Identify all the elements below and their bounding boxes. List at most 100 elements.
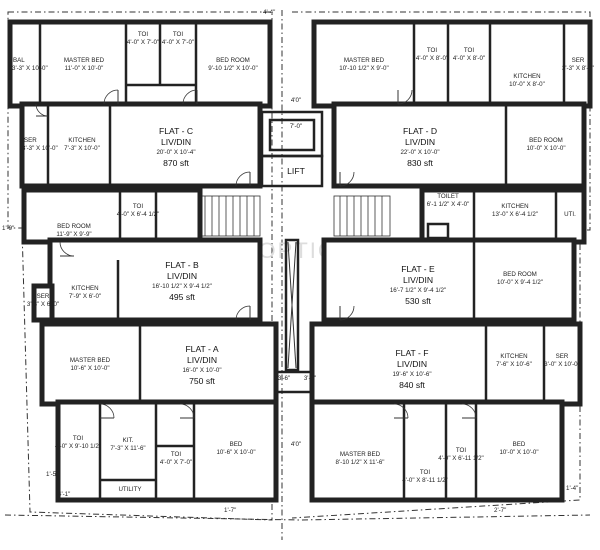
room-name: MASTER BED	[64, 57, 105, 64]
flat-f	[309, 321, 583, 503]
room-name: KITCHEN	[501, 203, 528, 210]
flat-name: FLAT - F	[395, 348, 428, 358]
dim-label: 4'0"	[291, 97, 301, 104]
room-dim: 10'-0" X 8'-0"	[509, 81, 545, 88]
room-dim: 4'-0" X 7'-0"	[127, 39, 159, 46]
dim-label: 3'-6"	[304, 375, 316, 382]
room-name: TOI	[138, 31, 148, 38]
flat-room: LIV/DIN	[403, 275, 433, 285]
room-dim: 10'-0" X 10'-0"	[526, 145, 565, 152]
central-core	[199, 110, 391, 394]
dim-label: 4'-1"	[58, 491, 70, 498]
room-name: TOI	[456, 447, 466, 454]
flat-room: LIV/DIN	[161, 137, 191, 147]
dim-label: 1'-5"	[46, 471, 58, 478]
room-name: TOI	[464, 47, 474, 54]
room-name: MASTER BED	[70, 357, 111, 364]
room-name: KITCHEN	[68, 137, 95, 144]
room-name: BED	[513, 441, 526, 448]
room-name: UTI.	[564, 211, 576, 218]
room-name: BED ROOM	[529, 137, 563, 144]
room-dim: 3'-3" X 6'-0"	[27, 301, 59, 308]
flat-area: 830 sft	[407, 158, 433, 168]
flat-area: 870 sft	[163, 158, 189, 168]
room-name: SER	[24, 137, 37, 144]
room-dim: 8'-10 1/2" X 11'-6"	[336, 459, 385, 466]
dim-label: 3'-6"	[278, 375, 290, 382]
dim-label: 1'-7"	[224, 507, 236, 514]
room-dim: 4'-0" X 7'-0"	[162, 39, 194, 46]
room-name: SER	[556, 353, 569, 360]
room-name: BED ROOM	[57, 223, 91, 230]
room-name: BED ROOM	[216, 57, 250, 64]
stairs-left	[199, 195, 261, 237]
dim-label: 1'-9"	[2, 225, 14, 232]
room-dim: 6'-1 1/2" X 4'-0"	[427, 201, 470, 208]
flat-room: LIV/DIN	[405, 137, 435, 147]
flat-area: 495 sft	[169, 292, 195, 302]
plot-boundary	[4, 10, 591, 540]
flat-dim: 20'-0" X 10'-4"	[156, 149, 195, 156]
room-name: BED	[230, 441, 243, 448]
room-dim: 11'-0" X 10'-0"	[65, 65, 104, 72]
room-dim: 3'-3" X 10'-0"	[22, 145, 58, 152]
room-dim: 4'-0" X 6'-11 1/2"	[438, 455, 484, 462]
flat-dim: 22'-0" X 10'-0"	[400, 149, 439, 156]
room-dim: 10'-6" X 10'-0"	[70, 365, 109, 372]
room-name: TOI	[427, 47, 437, 54]
room-name: BAL	[13, 57, 25, 64]
flat-d	[311, 19, 593, 189]
flat-name: FLAT - A	[185, 344, 218, 354]
flat-a	[39, 321, 279, 503]
room-name: SER	[572, 57, 585, 64]
room-dim: 4'-0" X 7'-0"	[160, 459, 192, 466]
room-name: MASTER BED	[340, 451, 381, 458]
room-name: TOI	[133, 203, 143, 210]
room-name: UTILITY	[118, 486, 141, 493]
room-name: TOI	[171, 451, 181, 458]
room-dim: 4'-0" X 8'-11 1/2"	[402, 477, 448, 484]
room-dim: 7'-9" X 6'-0"	[69, 293, 101, 300]
dim-label: 4'-4"	[263, 9, 275, 16]
flat-dim: 16'-10 1/2" X 9'-4 1/2"	[152, 283, 212, 290]
flat-room: LIV/DIN	[187, 355, 217, 365]
room-name: BED ROOM	[503, 271, 537, 278]
room-dim: 11'-9" X 9'-9"	[56, 231, 91, 238]
room-dim: 7'-3" X 10'-0"	[64, 145, 100, 152]
lift-label: LIFT	[287, 166, 305, 176]
dim-label: 4'0"	[291, 441, 301, 448]
dim-label: 1'-4"	[566, 485, 578, 492]
flat-name: FLAT - C	[159, 126, 193, 136]
room-dim: 9'-10 1/2" X 10'-0"	[208, 65, 257, 72]
room-dim: 4'-0" X 9'-10 1/2"	[55, 443, 101, 450]
flat-dim: 16'-7 1/2" X 9'-4 1/2"	[390, 287, 446, 294]
room-name: MASTER BED	[344, 57, 385, 64]
dim-label: 7'-0"	[290, 123, 302, 130]
room-dim: 13'-0" X 6'-4 1/2"	[492, 211, 538, 218]
stairs-right	[333, 195, 391, 237]
flat-name: FLAT - B	[165, 260, 199, 270]
dimension-labels: LIFT 4'0" 7'-0" 1'-9" 3'-6" 3'-6" 4'0" 1…	[2, 9, 578, 514]
room-name: TOI	[73, 435, 83, 442]
room-dim: 7'-6" X 10'-6"	[496, 361, 532, 368]
flat-name: FLAT - D	[403, 126, 437, 136]
flat-b	[21, 187, 263, 323]
room-name: TOI	[420, 469, 430, 476]
room-labels: BAL 3'-3" X 10'-0" MASTER BED 11'-0" X 1…	[12, 31, 594, 493]
dim-label: 2'-7"	[494, 507, 506, 514]
flat-labels: FLAT - C LIV/DIN 20'-0" X 10'-4" 870 sft…	[152, 126, 446, 390]
room-dim: 10'-10 1/2" X 9'-0"	[339, 65, 388, 72]
room-name: KITCHEN	[500, 353, 527, 360]
room-dim: 10'-6" X 10'-0"	[216, 449, 255, 456]
room-dim: 10'-0" X 10'-0"	[499, 449, 538, 456]
flat-area: 530 sft	[405, 296, 431, 306]
room-dim: 3'-0" X 10'-0"	[544, 361, 580, 368]
room-name: TOI	[173, 31, 183, 38]
room-dim: 4'-0" X 6'-4 1/2"	[117, 211, 160, 218]
flat-dim: 19'-6" X 10'-6"	[392, 371, 431, 378]
flat-name: FLAT - E	[401, 264, 435, 274]
flat-room: LIV/DIN	[397, 359, 427, 369]
room-dim: 3'-3" X 8'-0"	[562, 65, 594, 72]
room-dim: 4'-0" X 8'-0"	[416, 55, 448, 62]
